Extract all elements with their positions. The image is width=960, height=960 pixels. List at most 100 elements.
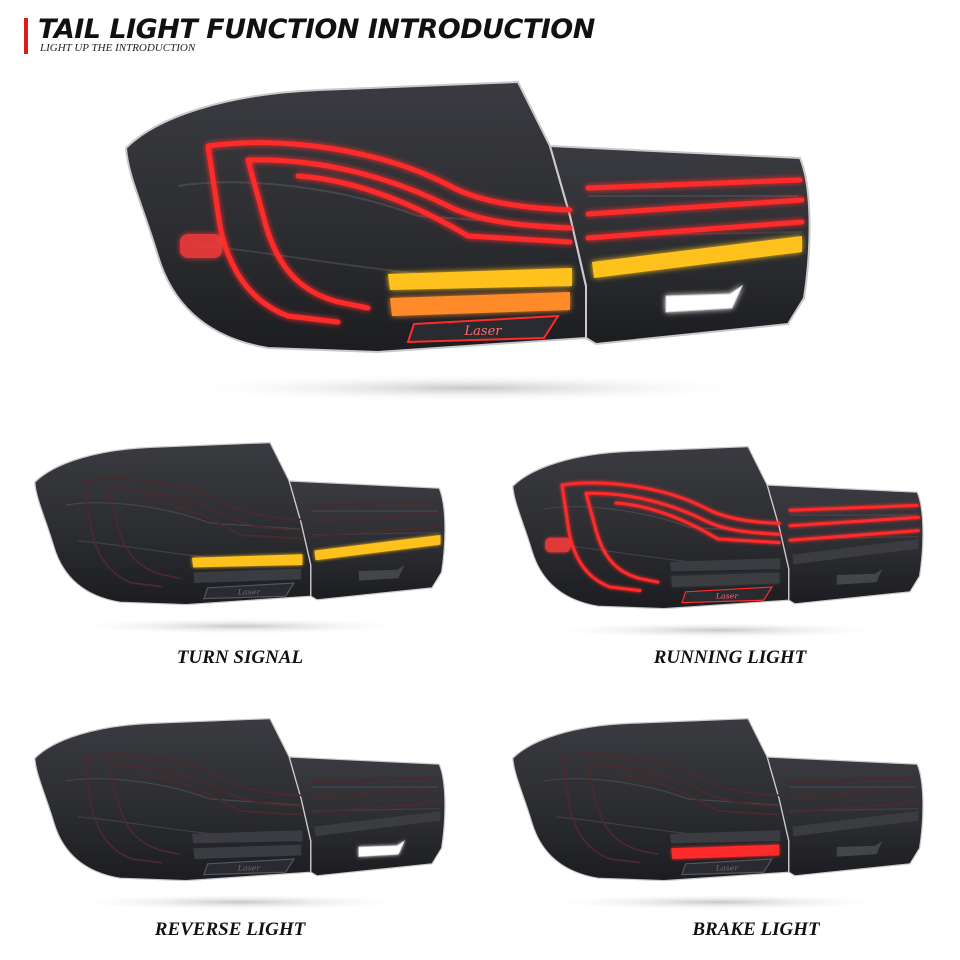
running-light-guide: [585, 197, 805, 217]
turn-signal-light-inner: [314, 811, 441, 837]
housing-contour-line: [543, 506, 779, 534]
running-light-guide: [788, 503, 919, 512]
running-light-guides: [205, 140, 805, 325]
caption-brake-light: BRAKE LIGHT: [692, 919, 820, 940]
brake-light-bar: [193, 568, 302, 583]
reverse-light: [358, 840, 406, 857]
running-light-guide: [205, 140, 573, 213]
housing-contour-line: [177, 181, 569, 227]
ground-shadow: [538, 621, 898, 639]
tail-light-reverse-image: Laser: [30, 712, 450, 916]
turn-signal-light-outer: [670, 558, 781, 572]
tail-light-main-svg: Laser: [124, 80, 811, 402]
running-light-guide: [585, 764, 781, 808]
header: TAIL LIGHT FUNCTION INTRODUCTION LIGHT U…: [24, 14, 624, 58]
laser-badge-frame: [681, 586, 774, 604]
running-light-guides: [561, 754, 920, 864]
running-light-guide: [789, 776, 919, 784]
running-light-guide: [311, 776, 441, 784]
ground-shadow: [168, 374, 768, 402]
brake-light-bar: [671, 844, 780, 859]
laser-badge: Laser: [681, 858, 774, 876]
running-light-guide: [83, 756, 163, 864]
running-light-guides: [560, 481, 920, 593]
lamp-seam: [549, 145, 587, 338]
laser-badge-text: Laser: [237, 863, 261, 872]
laser-badge: Laser: [406, 314, 560, 344]
turn-signal-light-inner: [314, 535, 441, 561]
running-light-guide: [789, 801, 920, 814]
ground-shadow: [60, 617, 420, 635]
caption-reverse-light: REVERSE LIGHT: [154, 919, 306, 940]
side-marker-light: [545, 537, 571, 553]
running-light-guide: [311, 500, 441, 508]
reverse-light: [665, 284, 744, 313]
running-light-guide: [295, 173, 573, 245]
laser-badge: Laser: [203, 858, 296, 876]
lamp-seam: [288, 756, 312, 873]
page-subtitle: LIGHT UP THE INTRODUCTION: [40, 42, 196, 54]
laser-badge: Laser: [681, 586, 774, 604]
running-light-guide: [83, 754, 303, 797]
brake-light-bar: [671, 572, 780, 587]
tail-light-main-image: Laser: [118, 76, 818, 406]
turn-signal-light-inner: [592, 236, 802, 278]
turn-signal-light-outer: [670, 830, 781, 844]
housing-contour-line: [65, 502, 301, 530]
running-light-guide: [561, 754, 781, 797]
caption-running-light: RUNNING LIGHT: [653, 647, 807, 668]
tail-light-reverse-svg: Laser: [34, 717, 446, 911]
running-light-guide: [561, 756, 641, 864]
laser-badge-text: Laser: [464, 324, 503, 339]
turn-signal-light-outer: [192, 830, 303, 844]
running-light-guide: [137, 498, 303, 540]
reverse-light: [836, 841, 883, 857]
reverse-light: [836, 569, 883, 585]
laser-badge-frame: [681, 858, 774, 876]
running-light-guide: [107, 488, 181, 580]
running-light-guide: [205, 143, 341, 325]
housing-contour-line: [543, 778, 779, 806]
laser-badge-text: Laser: [715, 863, 739, 872]
running-light-guide: [107, 764, 303, 808]
turn-signal-light-outer: [388, 268, 572, 290]
turn-signal-light-outer: [192, 554, 303, 568]
laser-badge-text: Laser: [237, 587, 261, 596]
brake-light-bar: [390, 292, 570, 316]
turn-signal-light-inner: [792, 539, 919, 565]
running-light-guide: [245, 157, 371, 311]
running-light-guide: [560, 483, 642, 593]
running-light-guide: [311, 788, 442, 799]
tail-light-brake-svg: Laser: [512, 717, 924, 911]
laser-badge-frame: [203, 582, 296, 600]
tail-light-turn-svg: Laser: [34, 441, 446, 635]
running-light-guide: [788, 515, 920, 528]
running-light-guide: [788, 529, 920, 542]
running-light-guide: [560, 481, 781, 525]
running-light-guide: [585, 219, 805, 241]
laser-badge-frame: [203, 858, 296, 876]
ground-shadow: [60, 893, 420, 911]
running-light-guide: [789, 788, 920, 799]
lamp-seam: [766, 756, 790, 873]
tail-light-running-image: Laser: [508, 440, 928, 644]
laser-badge: Laser: [203, 582, 296, 600]
running-light-guide: [107, 764, 181, 856]
lamp-seam: [288, 480, 312, 597]
tail-light-brake-image: Laser: [508, 712, 928, 916]
running-light-guides: [83, 478, 442, 588]
caption-turn-signal: TURN SIGNAL: [176, 647, 304, 668]
laser-badge-frame: [406, 314, 560, 344]
running-light-guide: [245, 157, 573, 231]
running-light-guide: [311, 801, 442, 814]
running-light-guide: [83, 478, 303, 521]
page-title: TAIL LIGHT FUNCTION INTRODUCTION: [38, 14, 595, 45]
running-light-guide: [614, 501, 781, 545]
running-light-guide: [311, 525, 442, 538]
running-light-guide: [107, 488, 303, 532]
brake-light-bar: [193, 844, 302, 859]
ground-shadow: [538, 893, 898, 911]
running-light-guide: [615, 774, 781, 816]
reverse-light: [358, 565, 405, 581]
tail-light-running-svg: Laser: [512, 445, 924, 639]
